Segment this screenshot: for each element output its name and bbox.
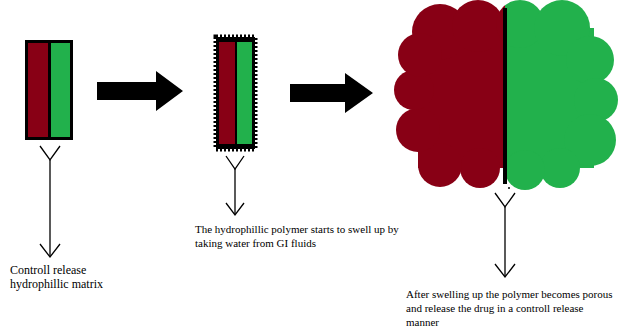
polymer-layer — [237, 42, 252, 144]
polymer-layer — [51, 43, 70, 137]
caption-note: After swelling up the polymer becomes po… — [406, 287, 616, 329]
pointer-head — [40, 244, 60, 257]
matrix-tablet — [25, 40, 73, 140]
process-arrow — [97, 71, 183, 111]
swollen-matrix — [394, 0, 618, 190]
pointer-fork — [40, 146, 60, 160]
dot — [508, 187, 510, 189]
drug-layer — [28, 43, 48, 137]
pointer-fork — [226, 156, 244, 169]
pointer-fork — [495, 193, 515, 207]
caption-note: Controll release hydrophillic matrix — [10, 263, 122, 291]
layer-divider — [503, 8, 507, 184]
pointer-line — [40, 146, 60, 257]
caption-note: The hydrophillic polymer starts to swell… — [195, 222, 410, 250]
pointer-stem — [49, 160, 50, 256]
pointer-head — [495, 264, 515, 277]
pointer-line — [495, 193, 515, 277]
pointer-head — [226, 203, 244, 215]
swollen-polymer-half — [505, 0, 618, 190]
drug-layer — [219, 42, 235, 144]
swelling-tablet — [216, 37, 255, 149]
pointer-stem — [234, 169, 235, 214]
tablet-outline — [25, 40, 73, 140]
process-arrow — [290, 73, 373, 113]
swollen-drug-half — [394, 0, 505, 190]
pointer-line — [226, 156, 244, 215]
pointer-stem — [504, 207, 505, 276]
gel-layer — [216, 37, 255, 149]
